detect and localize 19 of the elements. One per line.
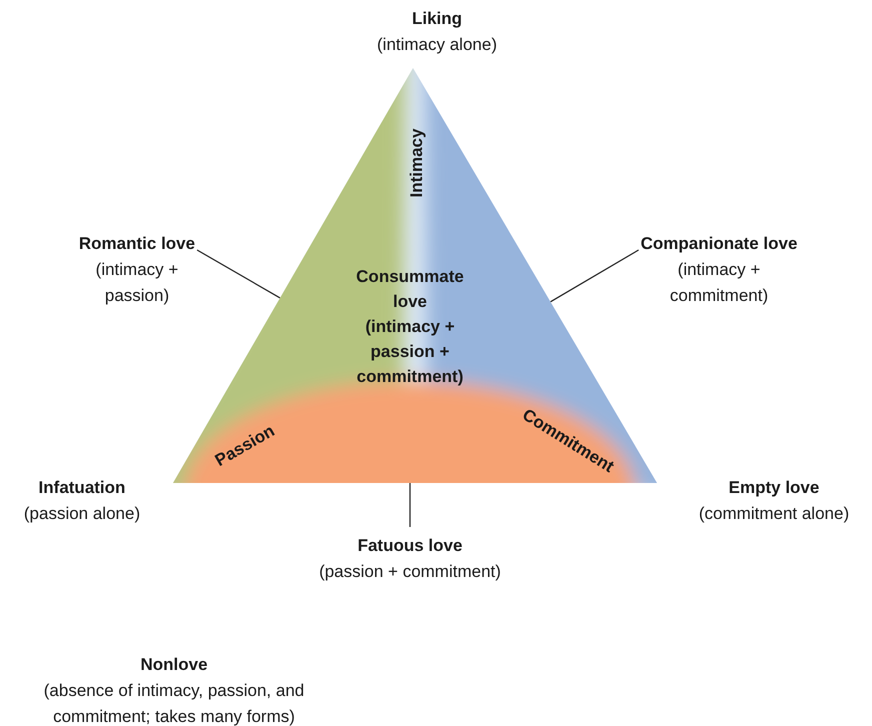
love-type-name: Companionate love [640, 233, 798, 255]
love-type-components: (commitment alone) [698, 503, 850, 525]
love-type-components: (intimacy + commitment) [668, 259, 770, 307]
leader-line [409, 483, 411, 527]
love-type-components: (passion alone) [24, 503, 140, 525]
love-type-components: (intimacy alone) [377, 34, 497, 56]
leader-line [550, 249, 639, 302]
love-type-name: Empty love [728, 477, 820, 499]
love-type-components: (absence of intimacy, passion, and commitment; takes many forms) [42, 680, 306, 726]
love-type-name: Romantic love [78, 233, 196, 255]
love-type-name: Fatuous love [358, 535, 462, 557]
center-label: Consummate love (intimacy + passion + commitment) [355, 266, 465, 388]
love-type-name: Infatuation [38, 477, 126, 499]
love-type-name: Liking [412, 8, 462, 30]
leader-line [196, 249, 280, 298]
love-type-components: (passion + commitment) [319, 561, 501, 583]
love-type-components: (intimacy + passion) [94, 259, 180, 307]
love-type-name: Nonlove [140, 654, 208, 676]
component-label: Intimacy [406, 128, 427, 198]
